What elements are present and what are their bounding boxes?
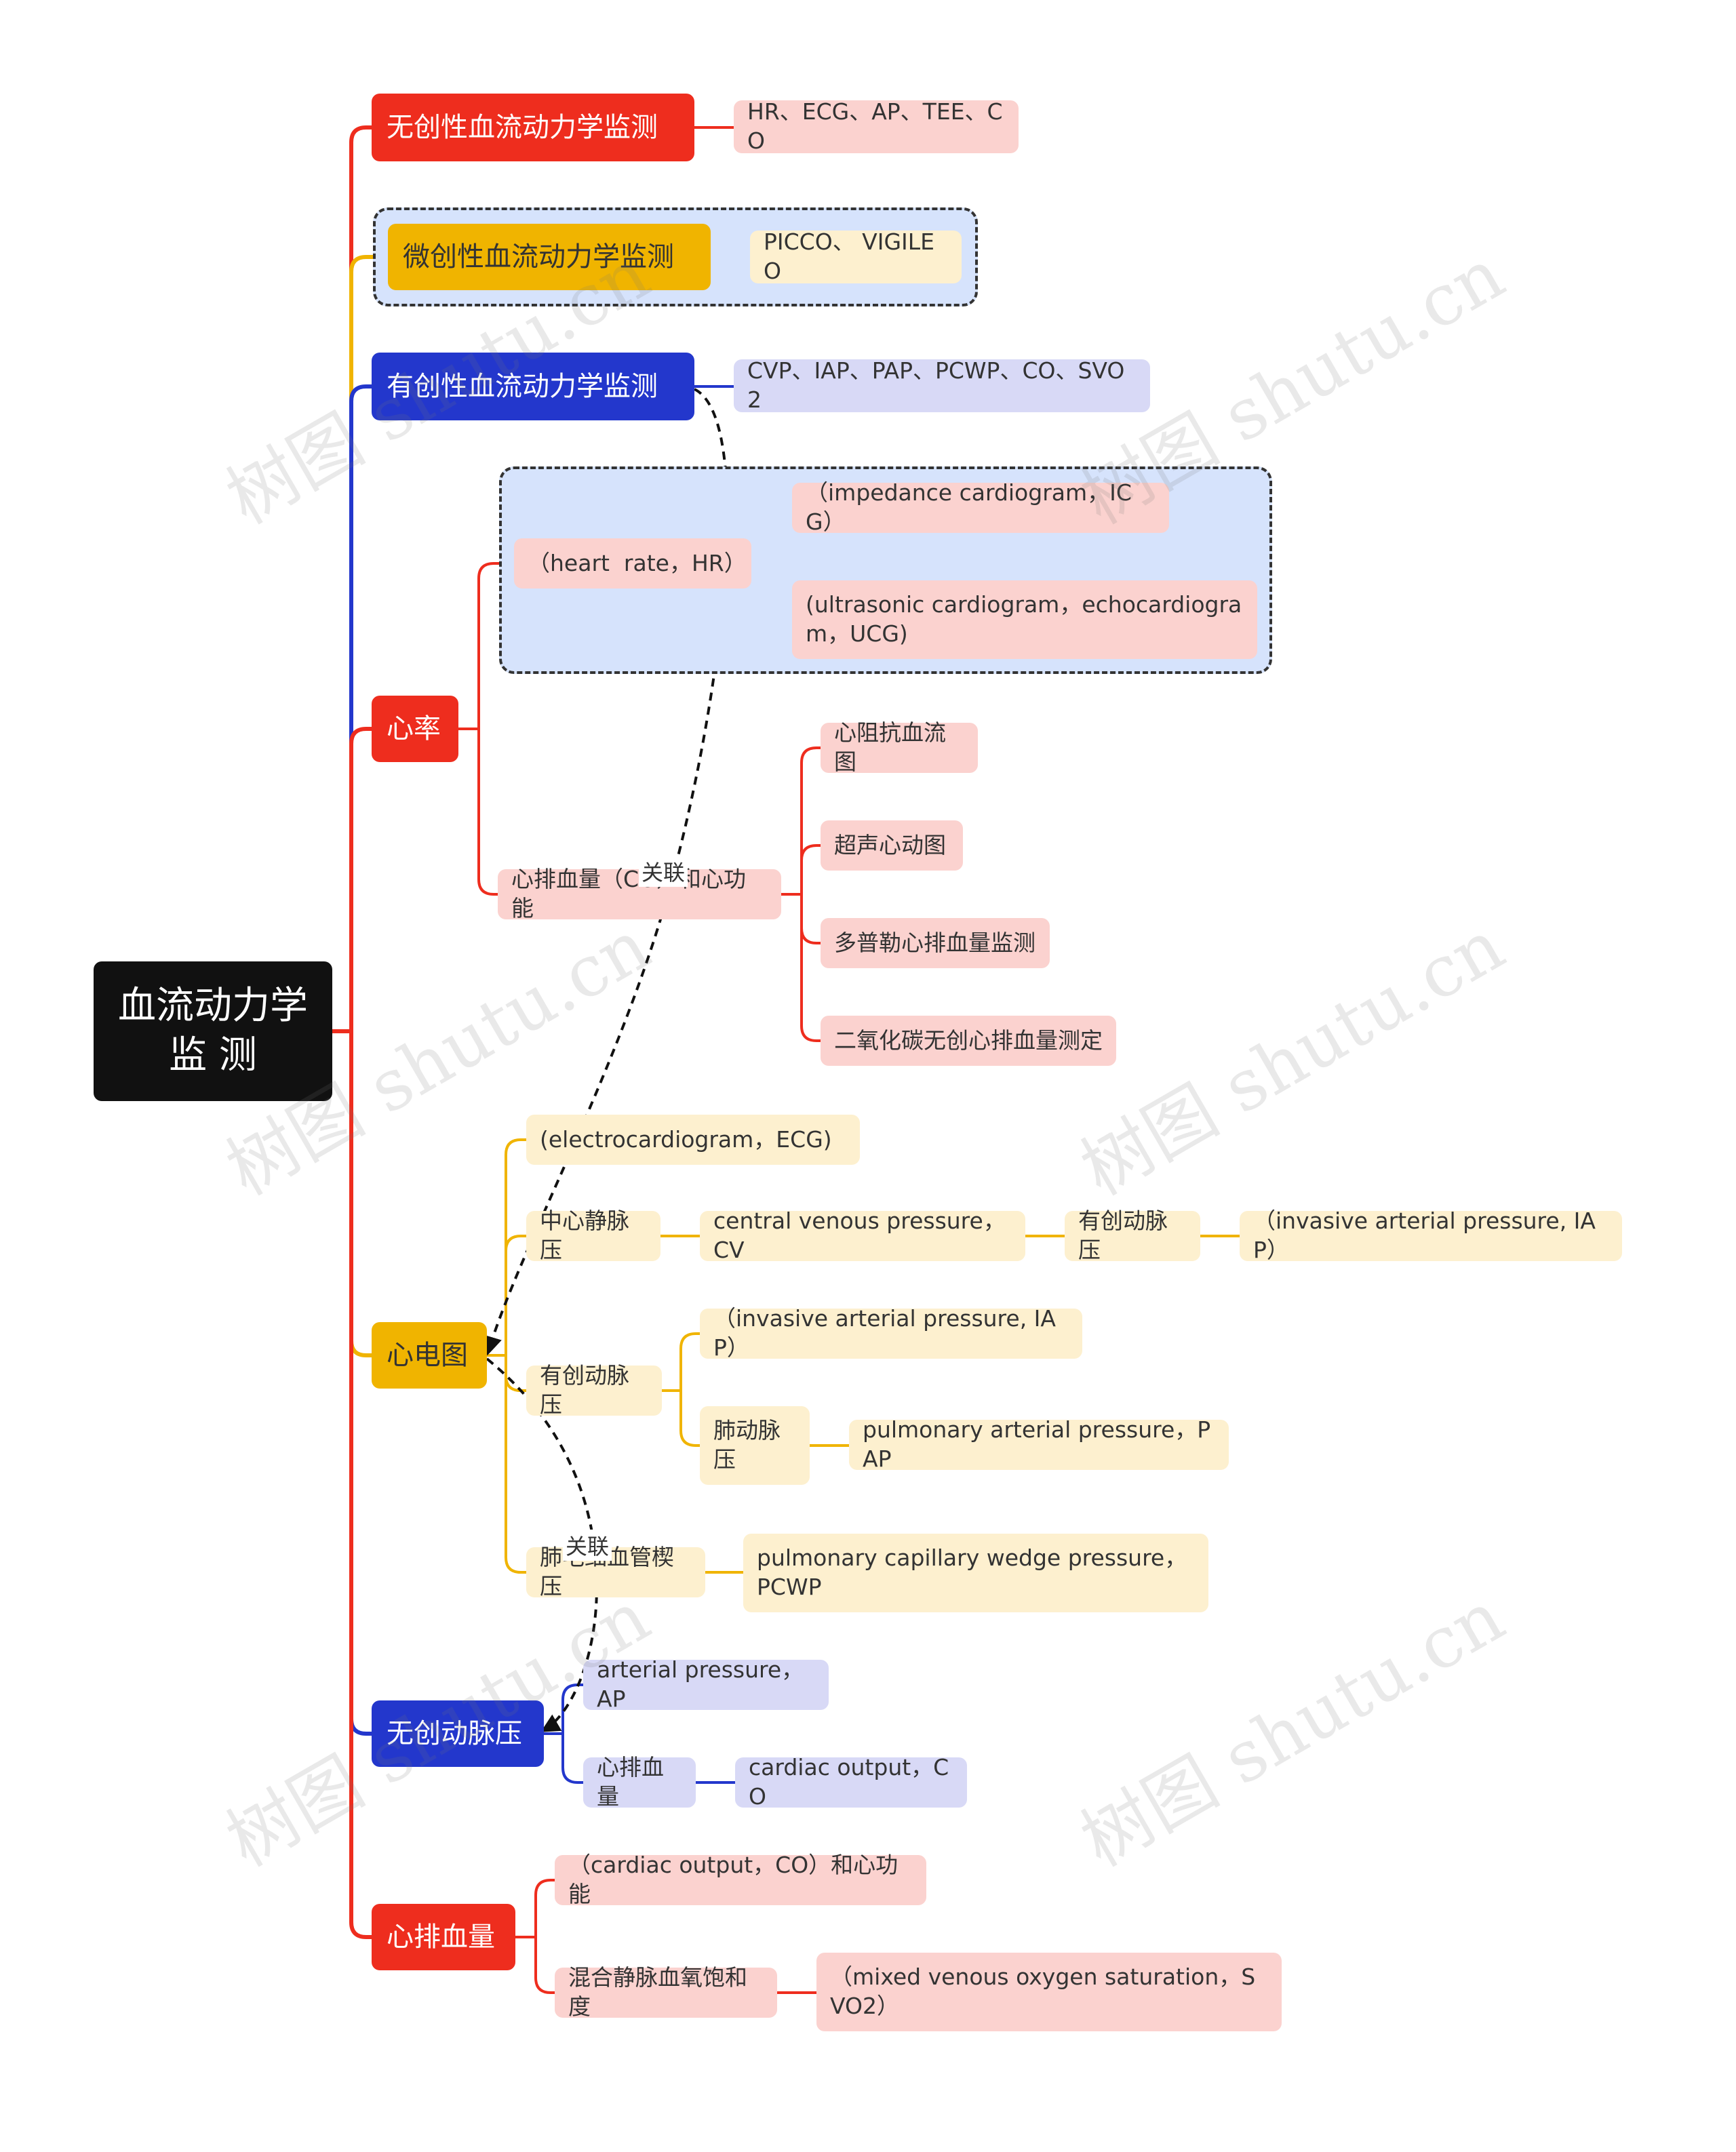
- connector-b7: [349, 1031, 372, 1939]
- relation-label-2: 关联: [563, 1530, 612, 1561]
- topic-minimally-invasive-monitoring[interactable]: 微创性血流动力学监测: [388, 224, 711, 290]
- connector-b6: [349, 1031, 372, 1736]
- topic-heart-rate[interactable]: 心率: [372, 696, 458, 762]
- connector-b6b: [544, 1732, 583, 1784]
- node-doppler-co-monitoring[interactable]: 多普勒心排血量监测: [821, 918, 1050, 968]
- connector-b4a: [458, 562, 514, 730]
- node-cardiac-output-cn[interactable]: 心排血量: [583, 1754, 696, 1810]
- node-ecg-english[interactable]: (electrocardiogram，ECG): [526, 1115, 860, 1165]
- node-invasive-arterial-pressure[interactable]: 有创动脉压: [526, 1362, 662, 1418]
- topic-noninvasive-arterial-pressure[interactable]: 无创动脉压: [372, 1700, 544, 1767]
- topic-noninvasive-monitoring[interactable]: 无创性血流动力学监测: [372, 94, 694, 161]
- connector-b4b4: [781, 893, 821, 1042]
- topic-electrocardiogram[interactable]: 心电图: [372, 1322, 487, 1389]
- relation-label-1: 关联: [639, 856, 688, 887]
- node-echocardiogram[interactable]: 超声心动图: [821, 820, 963, 871]
- node-iap-english-cvp[interactable]: （invasive arterial pressure, IAP）: [1240, 1208, 1622, 1263]
- node-arterial-pressure-ap[interactable]: arterial pressure，AP: [583, 1656, 829, 1712]
- node-impedance-cardiogram[interactable]: （impedance cardiogram，ICG）: [792, 479, 1169, 535]
- node-impedance-blood-flow[interactable]: 心阻抗血流图: [821, 719, 978, 775]
- connector-b1: [349, 125, 372, 1031]
- node-co2-noninvasive-co[interactable]: 二氧化碳无创心排血量测定: [821, 1016, 1116, 1066]
- root-topic[interactable]: 血流动力学 监 测: [94, 961, 332, 1101]
- connector-b5c2: [662, 1389, 700, 1447]
- connector-b3: [349, 384, 372, 1031]
- node-heart-rate-hr[interactable]: （heart rate，HR）: [514, 538, 751, 589]
- node-cardiac-output-co[interactable]: cardiac output，CO: [735, 1754, 967, 1810]
- node-central-venous-pressure[interactable]: 中心静脉压: [526, 1208, 660, 1263]
- node-noninvasive-items[interactable]: HR、ECG、AP、TEE、CO: [734, 98, 1019, 154]
- node-cvp-english[interactable]: central venous pressure，CV: [700, 1208, 1025, 1263]
- node-pap-english[interactable]: pulmonary arterial pressure，PAP: [849, 1416, 1229, 1472]
- node-pulmonary-capillary-wedge[interactable]: 肺毛细血管楔压: [526, 1544, 705, 1599]
- connector-b4: [349, 727, 372, 1031]
- node-picco-vigileo[interactable]: PICCO、 VIGILEO: [750, 228, 962, 284]
- node-co-cardiac-function[interactable]: （cardiac output，CO）和心功能: [555, 1852, 926, 1907]
- connector-b5: [349, 1031, 372, 1357]
- topic-cardiac-output[interactable]: 心排血量: [372, 1904, 515, 1970]
- connector-b5c1: [662, 1332, 700, 1392]
- connector-b4b: [458, 728, 498, 896]
- node-ultrasonic-cardiogram[interactable]: (ultrasonic cardiogram，echocardiogram，UC…: [792, 580, 1257, 659]
- node-invasive-items[interactable]: CVP、IAP、PAP、PCWP、CO、SVO2: [734, 357, 1150, 413]
- connector-b5a: [487, 1138, 526, 1357]
- node-svo2-english[interactable]: （mixed venous oxygen saturation，SVO2）: [816, 1953, 1282, 2031]
- node-pcwp-english[interactable]: pulmonary capillary wedge pressure，PCWP: [743, 1534, 1208, 1612]
- connector-b4b1: [781, 746, 821, 896]
- node-invasive-arterial-pressure-cvp[interactable]: 有创动脉压: [1065, 1208, 1200, 1263]
- node-iap-english[interactable]: （invasive arterial pressure, IAP）: [700, 1305, 1082, 1361]
- node-mixed-venous-oxygen[interactable]: 混合静脉血氧饱和度: [555, 1964, 777, 2020]
- node-pulmonary-arterial-pressure[interactable]: 肺动脉压: [700, 1406, 810, 1485]
- connector-b4b2: [781, 844, 821, 896]
- connector-b5b: [487, 1235, 526, 1357]
- connector-b7a: [515, 1879, 555, 1938]
- connector-b7b: [515, 1936, 555, 1994]
- connector-b5d: [487, 1354, 526, 1574]
- topic-invasive-monitoring[interactable]: 有创性血流动力学监测: [372, 353, 694, 420]
- connector-b2: [349, 255, 388, 1031]
